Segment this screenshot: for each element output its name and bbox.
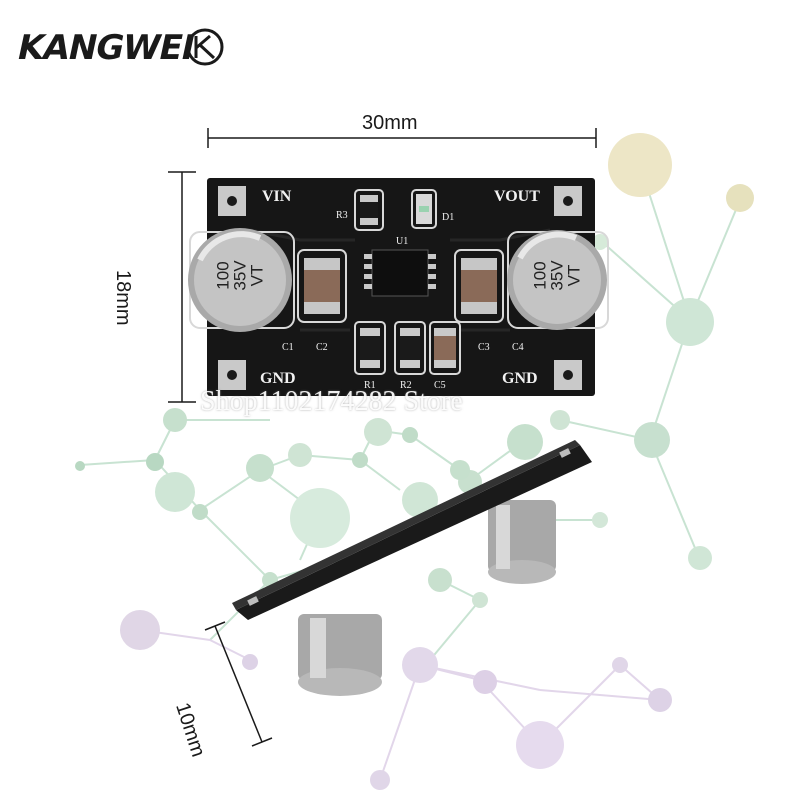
resistor-r1 (360, 328, 380, 368)
height-label: 18mm (112, 270, 134, 326)
width-label: 30mm (362, 112, 418, 134)
cap-right-marking: 100 35V VT (530, 246, 584, 306)
silk-c2: C2 (316, 342, 328, 353)
led-d1 (416, 194, 432, 224)
silk-gnd-left: GND (260, 370, 296, 387)
side-capacitor-back (488, 500, 556, 584)
silk-c3: C3 (478, 342, 490, 353)
store-watermark: Shop1102174282 Store (200, 386, 463, 417)
cap-right-line1: 100 (530, 261, 550, 290)
silk-d1: D1 (442, 212, 455, 223)
logo-badge-icon (186, 28, 224, 66)
ceramic-capacitor-c3 (461, 258, 497, 314)
cap-left-line2: 35V (230, 260, 250, 291)
brand-logo: KANGWEI (13, 28, 198, 68)
silk-u1: U1 (396, 236, 409, 247)
cap-right-line3: VT (564, 264, 584, 287)
resistor-r2 (400, 328, 420, 368)
cap-left-line3: VT (247, 264, 267, 287)
cap-right-line2: 35V (547, 260, 567, 291)
silk-r1: R1 (364, 380, 376, 391)
pcb-side-view (232, 440, 592, 696)
resistor-r3 (360, 195, 378, 225)
pcb-top-view (188, 178, 609, 396)
silk-c5: C5 (434, 380, 446, 391)
width-dimension-line (207, 128, 597, 148)
height-dimension-line (168, 171, 196, 403)
cap-left-marking: 100 35V VT (213, 246, 267, 306)
silk-c1: C1 (282, 342, 294, 353)
silk-vin: VIN (262, 188, 292, 205)
silk-c4: C4 (512, 342, 524, 353)
electrolytic-capacitor-c1 (188, 228, 292, 332)
cap-left-line1: 100 (213, 261, 233, 290)
silk-r2: R2 (400, 380, 412, 391)
capacitor-c5 (434, 328, 456, 368)
ic-chip-u1 (364, 249, 436, 297)
silk-r3: R3 (336, 210, 348, 221)
background-nodes (75, 133, 754, 790)
electrolytic-capacitor-c4 (507, 230, 607, 330)
silk-gnd-right: GND (502, 370, 538, 387)
ceramic-capacitor-c2 (304, 258, 340, 314)
side-capacitor-front (298, 614, 382, 696)
depth-dimension-line (204, 621, 273, 747)
silk-vout: VOUT (494, 188, 540, 205)
